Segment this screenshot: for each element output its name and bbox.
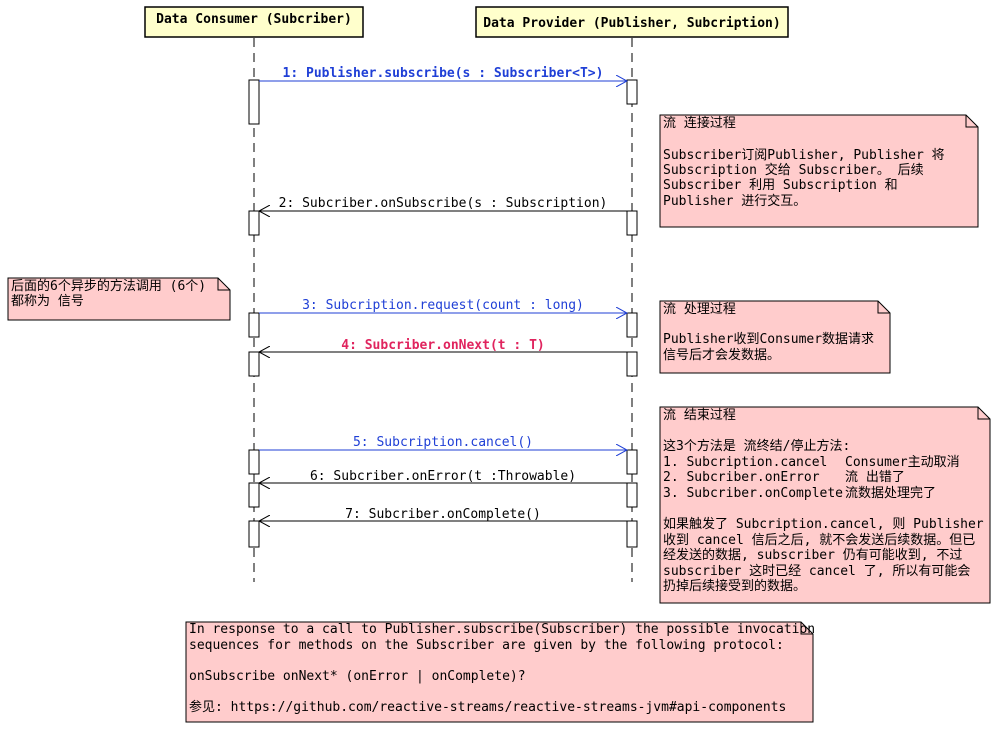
message-7-label: 7: Subcriber.onComplete() xyxy=(345,507,541,522)
note-finish[interactable]: 流 结束过程 这3个方法是 流终结/停止方法: 1. Subcription.c… xyxy=(659,406,991,604)
message-5[interactable]: 5: Subcription.cancel() xyxy=(259,435,627,450)
note-finish-item-desc: 流 出错了 xyxy=(845,470,905,485)
message-1[interactable]: 1: Publisher.subscribe(s : Subscriber<T>… xyxy=(259,66,627,81)
provider-activation xyxy=(626,210,638,236)
consumer-activation xyxy=(248,482,260,508)
note-process-title: 流 处理过程 xyxy=(663,302,736,317)
note-connect-line: Subscriber订阅Publisher, Publisher 将 xyxy=(663,148,945,163)
note-finish-item-call: 3. Subcriber.onComplete xyxy=(663,486,843,501)
note-process-line: 信号后才会发数据。 xyxy=(663,347,780,363)
provider-activation xyxy=(626,449,638,475)
message-4-label: 4: Subcriber.onNext(t : T) xyxy=(341,338,545,353)
note-connect-line: Subscription 交给 Subscriber。 后续 xyxy=(663,162,924,178)
note-finish-line: 如果触发了 Subcription.cancel, 则 Publisher xyxy=(663,516,984,532)
note-signals-line: 都称为 信号 xyxy=(11,294,84,309)
message-2-label: 2: Subcriber.onSubscribe(s : Subscriptio… xyxy=(279,196,608,211)
note-connect-title: 流 连接过程 xyxy=(663,115,736,131)
participant-consumer-label: Data Consumer (Subcriber) xyxy=(156,12,352,27)
note-signals-line: 后面的6个异步的方法调用 (6个) xyxy=(11,278,206,294)
consumer-activation xyxy=(248,312,260,338)
consumer-activation xyxy=(248,210,260,236)
note-connect-line: Subscriber 利用 Subscription 和 xyxy=(663,178,898,193)
message-3-label: 3: Subcription.request(count : long) xyxy=(302,298,584,313)
message-7[interactable]: 7: Subcriber.onComplete() xyxy=(259,507,627,522)
message-5-label: 5: Subcription.cancel() xyxy=(353,435,533,450)
note-protocol-line: sequences for methods on the Subscriber … xyxy=(189,638,784,653)
consumer-activation xyxy=(248,79,260,125)
consumer-activation xyxy=(248,449,260,475)
note-protocol-line: 参见: https://github.com/reactive-streams/… xyxy=(189,699,786,715)
provider-activation xyxy=(626,312,638,338)
message-6-label: 6: Subcriber.onError(t :Throwable) xyxy=(310,469,576,484)
provider-activation xyxy=(626,482,638,508)
note-process-line: Publisher收到Consumer数据请求 xyxy=(663,332,874,347)
note-connect-line: Publisher 进行交互。 xyxy=(663,193,806,209)
note-finish-item-call: 2. Subcriber.onError xyxy=(663,470,820,485)
consumer-activation xyxy=(248,351,260,377)
note-finish-line: 收到 cancel 信后之后, 就不会发送后续数据。但已 xyxy=(663,532,975,548)
note-signals[interactable]: 后面的6个异步的方法调用 (6个) 都称为 信号 xyxy=(7,277,231,321)
note-protocol-line: In response to a call to Publisher.subsc… xyxy=(189,622,815,637)
message-1-label: 1: Publisher.subscribe(s : Subscriber<T>… xyxy=(283,66,604,81)
note-finish-line: 扔掉后续接受到的数据。 xyxy=(663,578,806,594)
note-process[interactable]: 流 处理过程 Publisher收到Consumer数据请求 信号后才会发数据。 xyxy=(659,300,891,374)
message-2[interactable]: 2: Subcriber.onSubscribe(s : Subscriptio… xyxy=(259,196,627,211)
consumer-activation xyxy=(248,520,260,548)
note-finish-line: 经发送的数据, subscriber 仍有可能收到, 不过 xyxy=(663,547,962,563)
note-finish-item-desc: Consumer主动取消 xyxy=(845,455,960,470)
message-6[interactable]: 6: Subcriber.onError(t :Throwable) xyxy=(259,469,627,484)
note-finish-intro: 这3个方法是 流终结/停止方法: xyxy=(663,438,850,454)
note-finish-title: 流 结束过程 xyxy=(663,408,736,423)
note-finish-item-call: 1. Subcription.cancel xyxy=(663,455,827,470)
participant-provider[interactable]: Data Provider (Publisher, Subcription) xyxy=(475,6,789,38)
note-protocol[interactable]: In response to a call to Publisher.subsc… xyxy=(185,621,815,723)
note-connect[interactable]: 流 连接过程 Subscriber订阅Publisher, Publisher … xyxy=(659,114,979,228)
message-4[interactable]: 4: Subcriber.onNext(t : T) xyxy=(259,338,627,353)
note-finish-line: subscriber 这时已经 cancel 了, 所以有可能会 xyxy=(663,563,970,579)
participant-provider-label: Data Provider (Publisher, Subcription) xyxy=(483,16,780,31)
note-finish-item-desc: 流数据处理完了 xyxy=(845,486,936,501)
provider-activation xyxy=(626,79,638,105)
participant-consumer[interactable]: Data Consumer (Subcriber) xyxy=(144,6,364,38)
provider-activation xyxy=(626,520,638,548)
note-protocol-line: onSubscribe onNext* (onError | onComplet… xyxy=(189,669,526,684)
message-3[interactable]: 3: Subcription.request(count : long) xyxy=(259,298,627,313)
provider-activation xyxy=(626,351,638,377)
